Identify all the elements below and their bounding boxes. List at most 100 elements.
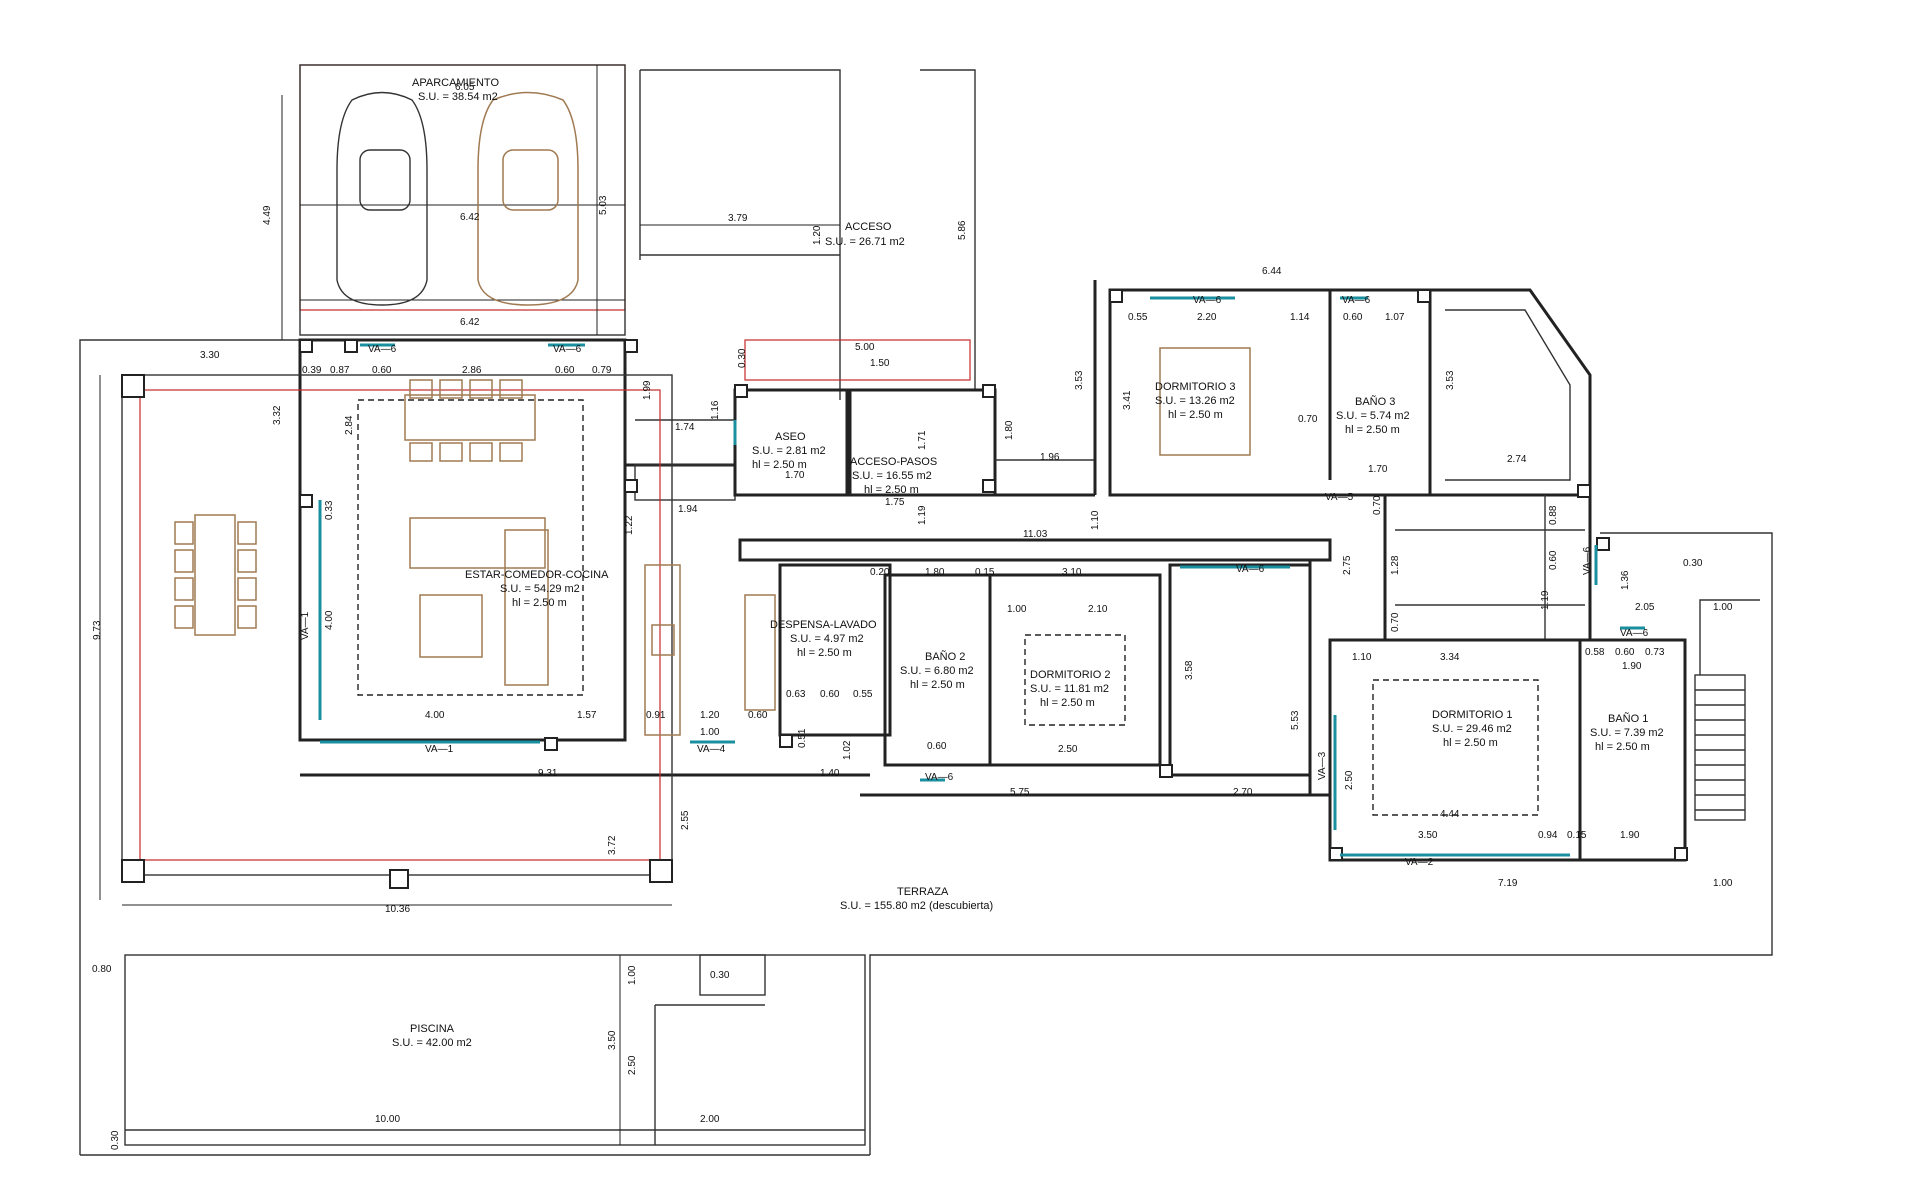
- dim-label: 2.55: [680, 810, 691, 830]
- dim-label: 0.70: [1372, 495, 1383, 515]
- terraza-area: S.U. = 155.80 m2 (descubierta): [840, 900, 993, 912]
- parking-area: APARCAMIENTO S.U. = 38.54 m2 6.05 4.49 6…: [262, 64, 626, 340]
- acceso-pasos-area: S.U. = 16.55 m2: [852, 470, 932, 482]
- dim-label: 5.53: [1290, 710, 1301, 730]
- dim-label: 2.00: [700, 1114, 720, 1125]
- window-label: VA—1: [300, 611, 311, 640]
- dim-label: 4.44: [1440, 809, 1460, 820]
- dim-label: 2.05: [1635, 602, 1655, 613]
- dim-label: 0.51: [797, 728, 808, 748]
- dim-label: 1.14: [1290, 312, 1310, 323]
- window-labels: VA—6 VA—6 VA—1 VA—1 VA—4 VA—6 VA—6 VA—6 …: [300, 295, 1649, 868]
- aseo-height: hl = 2.50 m: [752, 459, 807, 471]
- dim-label: 1.80: [925, 567, 945, 578]
- dim-label: 0.73: [1645, 647, 1665, 658]
- dim-label: 11.03: [1023, 529, 1048, 540]
- dim-label: 3.41: [1122, 390, 1133, 410]
- dim-label: 1.00: [1007, 604, 1027, 615]
- dim-label: 5.86: [957, 220, 968, 240]
- window-label: VA—6: [1193, 295, 1222, 306]
- dim-label: 2.50: [1344, 770, 1355, 790]
- bano2-height: hl = 2.50 m: [910, 679, 965, 691]
- dim-label: 3.32: [272, 405, 283, 425]
- dim-label: 1.16: [710, 400, 721, 420]
- dormitorio3-name: DORMITORIO 3: [1155, 381, 1235, 393]
- dim-label: 0.60: [820, 689, 840, 700]
- dim-label: 2.50: [1058, 744, 1078, 755]
- window-label: VA—1: [425, 744, 454, 755]
- dim-label: 1.00: [1713, 602, 1733, 613]
- dim-label: 1.19: [917, 505, 928, 525]
- bano1-height: hl = 2.50 m: [1595, 741, 1650, 753]
- dim-label: 0.30: [110, 1130, 121, 1150]
- dim-label: 3.79: [728, 213, 748, 224]
- dim-label: 1.20: [700, 710, 720, 721]
- dim-label: 3.34: [1440, 652, 1460, 663]
- window-label: VA—6: [553, 344, 582, 355]
- dim-label: 0.80: [92, 964, 112, 975]
- house-walls: [298, 280, 1760, 862]
- window-label: VA—6: [1236, 564, 1265, 575]
- dim-label: 0.20: [870, 567, 890, 578]
- dim-label: 1.90: [1620, 830, 1640, 841]
- dim-label: 0.60: [1615, 647, 1635, 658]
- dim-label: 1.00: [1713, 878, 1733, 889]
- dim-label: 1.70: [1368, 464, 1388, 475]
- dim-label: 0.30: [737, 348, 748, 368]
- bano2-area: S.U. = 6.80 m2: [900, 665, 974, 677]
- despensa-name: DESPENSA-LAVADO: [770, 619, 877, 631]
- dim-label: 1.80: [1004, 420, 1015, 440]
- dim-label: 0.79: [592, 365, 612, 376]
- dim-label: 1.50: [870, 358, 890, 369]
- dim-label: 1.02: [842, 740, 853, 760]
- dim-label: 1.99: [642, 380, 653, 400]
- bano1-name: BAÑO 1: [1608, 712, 1648, 725]
- dim-label: 0.15: [975, 567, 995, 578]
- dim-label: 3.53: [1445, 370, 1456, 390]
- dim-label: 0.87: [330, 365, 350, 376]
- dim-label: 5.75: [1010, 787, 1030, 798]
- dormitorio2-name: DORMITORIO 2: [1030, 669, 1110, 681]
- dim-label: 1.75: [885, 497, 905, 508]
- dim-label: 0.63: [786, 689, 806, 700]
- dim-label: 1.94: [678, 504, 698, 515]
- dim-label: 0.60: [1548, 550, 1559, 570]
- bano3-name: BAÑO 3: [1355, 395, 1395, 408]
- dim-label: 9.73: [92, 620, 103, 640]
- bano2-name: BAÑO 2: [925, 650, 965, 663]
- dim-label: 1.40: [820, 768, 840, 779]
- pool: PISCINA S.U. = 42.00 m2 10.00 2.00 0.80 …: [92, 954, 866, 1150]
- dim-label: 1.00: [700, 727, 720, 738]
- dormitorio1-area: S.U. = 29.46 m2: [1432, 723, 1512, 735]
- dim-label: 5.00: [855, 342, 875, 353]
- despensa-height: hl = 2.50 m: [797, 647, 852, 659]
- dim-label: 4.00: [425, 710, 445, 721]
- dim-label: 0.55: [1128, 312, 1148, 323]
- bano3-height: hl = 2.50 m: [1345, 424, 1400, 436]
- dim-label: 1.19: [1540, 590, 1551, 610]
- dim-label: 9.31: [538, 768, 558, 779]
- dim-label: 0.88: [1548, 505, 1559, 525]
- dim-label: 6.42: [460, 317, 480, 328]
- estar-name: ESTAR-COMEDOR-COCINA: [465, 569, 609, 581]
- acceso-area-text: S.U. = 26.71 m2: [825, 236, 905, 248]
- dim-label: 0.60: [1343, 312, 1363, 323]
- dim-label: 0.39: [302, 365, 322, 376]
- dim-label: 0.60: [372, 365, 392, 376]
- dim-label: 4.00: [324, 610, 335, 630]
- dim-label: 6.05: [455, 82, 475, 93]
- dim-label: 0.60: [748, 710, 768, 721]
- dim-label: 1.07: [1385, 312, 1405, 323]
- estar-area: S.U. = 54.29 m2: [500, 583, 580, 595]
- dim-label: 1.57: [577, 710, 597, 721]
- dim-label: 1.71: [917, 430, 928, 450]
- dim-label: 0.15: [1567, 830, 1587, 841]
- window-label: VA—6: [1582, 546, 1593, 575]
- dim-label: 6.42: [460, 212, 480, 223]
- pergola: 3.30 9.73 10.36 3.32: [92, 350, 673, 915]
- dim-label: 1.74: [675, 422, 695, 433]
- dim-label: 0.58: [1585, 647, 1605, 658]
- dim-label: 0.33: [324, 500, 335, 520]
- estar-height: hl = 2.50 m: [512, 597, 567, 609]
